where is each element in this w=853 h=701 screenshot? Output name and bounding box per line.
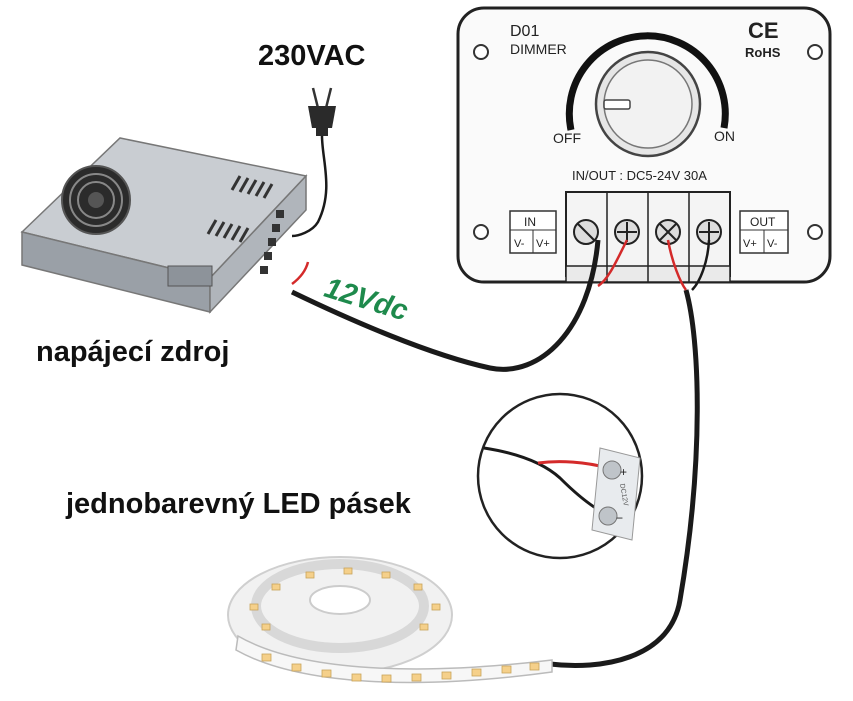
power-supply [20,137,308,314]
dial-arc [565,32,729,131]
pad-voltage: DC12V [618,483,629,507]
mount-hole [807,224,823,240]
mount-hole [807,44,823,60]
dimmer-unit: D01 DIMMER CE RoHS OFF ON IN/OUT : DC5-2… [456,6,832,284]
rohs-mark: RoHS [745,45,781,60]
pad-minus: − [616,511,623,525]
screw-terminal [614,219,640,245]
strip-wire-black [549,289,700,668]
svg-text:V-: V- [514,238,525,250]
vent-slots [206,175,274,243]
screw-terminal [696,219,722,245]
svg-text:V+: V+ [536,238,550,250]
dimmer-model: D01 [510,23,539,40]
on-label: ON [714,128,735,144]
svg-text:V+: V+ [743,238,757,250]
dc-wire-red-in [597,239,629,288]
svg-text:V-: V- [767,238,778,250]
in-terminal-label: IN V- V+ [509,210,557,254]
out-terminal-label: OUT V+ V- [739,210,789,254]
strip-wire-black-out [691,239,711,291]
svg-text:OUT: OUT [750,215,776,229]
psu-terminals [260,210,284,274]
led-strip-reel [227,556,553,684]
dc-wire-red-psu [291,261,310,285]
rating-label: IN/OUT : DC5-24V 30A [572,168,707,183]
fan-grille-icon [61,165,131,235]
screw-terminal [573,219,599,245]
screw-terminal [655,219,681,245]
dc-wire-black [290,239,601,372]
strip-pad-zoom: + − DC12V [476,392,644,560]
dimmer-knob[interactable] [594,50,702,158]
svg-text:IN: IN [524,215,536,229]
terminal-block [565,191,731,283]
mount-hole [473,224,489,240]
ce-mark: CE [748,18,779,43]
mount-hole [473,44,489,60]
off-label: OFF [553,130,581,146]
knob-indicator [603,99,631,110]
mains-plug-icon [308,87,336,136]
dimmer-name: DIMMER [510,41,567,57]
pad-plus: + [620,465,627,479]
led-strip-label: jednobarevný LED pásek [66,488,411,520]
mains-voltage-label: 230VAC [258,40,366,72]
psu-label-plate [167,265,213,287]
mains-wire [291,135,328,238]
power-supply-label: napájecí zdroj [36,336,230,368]
strip-wire-red-out [666,239,688,291]
